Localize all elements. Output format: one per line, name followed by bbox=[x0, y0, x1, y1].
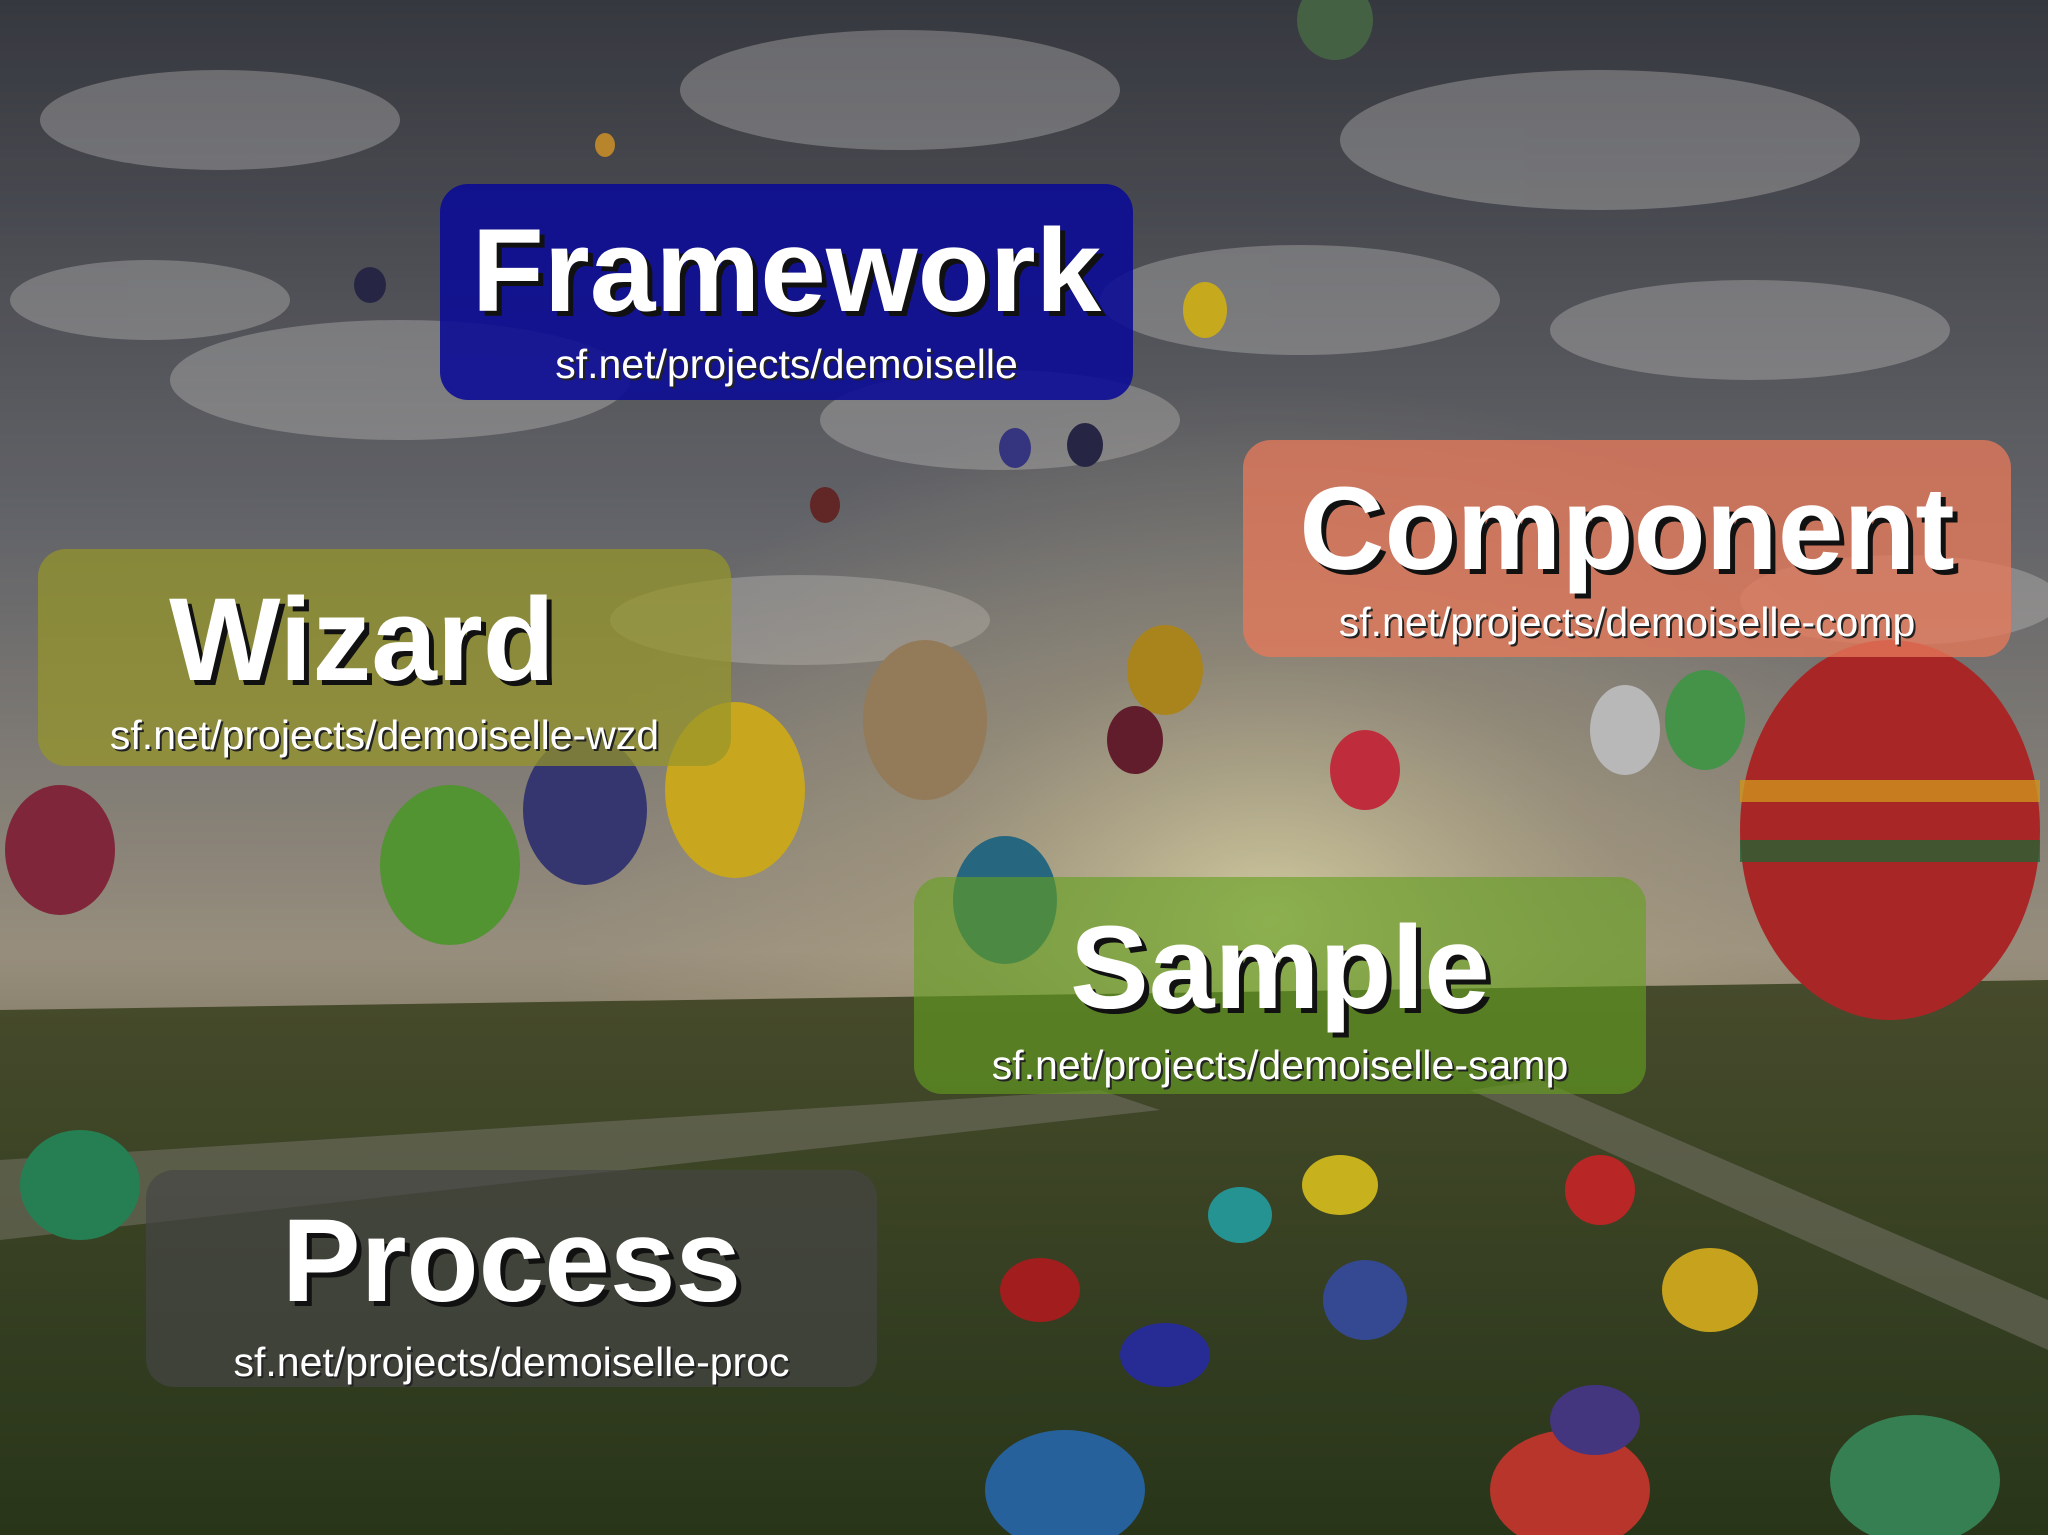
process-title: Process bbox=[281, 1195, 742, 1327]
sample-url: sf.net/projects/demoiselle-samp bbox=[991, 1042, 1569, 1088]
component-title: Component bbox=[1299, 463, 1955, 595]
component-card: Component sf.net/projects/demoiselle-com… bbox=[1243, 440, 2011, 657]
sample-title: Sample bbox=[1070, 902, 1490, 1034]
framework-title: Framework bbox=[471, 205, 1102, 337]
wizard-card: Wizard sf.net/projects/demoiselle-wzd bbox=[38, 549, 731, 766]
framework-url: sf.net/projects/demoiselle bbox=[555, 341, 1018, 387]
wizard-title: Wizard bbox=[169, 574, 555, 706]
process-card: Process sf.net/projects/demoiselle-proc bbox=[146, 1170, 877, 1387]
process-url: sf.net/projects/demoiselle-proc bbox=[233, 1339, 790, 1385]
sample-card: Sample sf.net/projects/demoiselle-samp bbox=[914, 877, 1646, 1094]
framework-card: Framework sf.net/projects/demoiselle bbox=[440, 184, 1133, 400]
component-url: sf.net/projects/demoiselle-comp bbox=[1338, 599, 1916, 645]
wizard-url: sf.net/projects/demoiselle-wzd bbox=[109, 712, 660, 758]
